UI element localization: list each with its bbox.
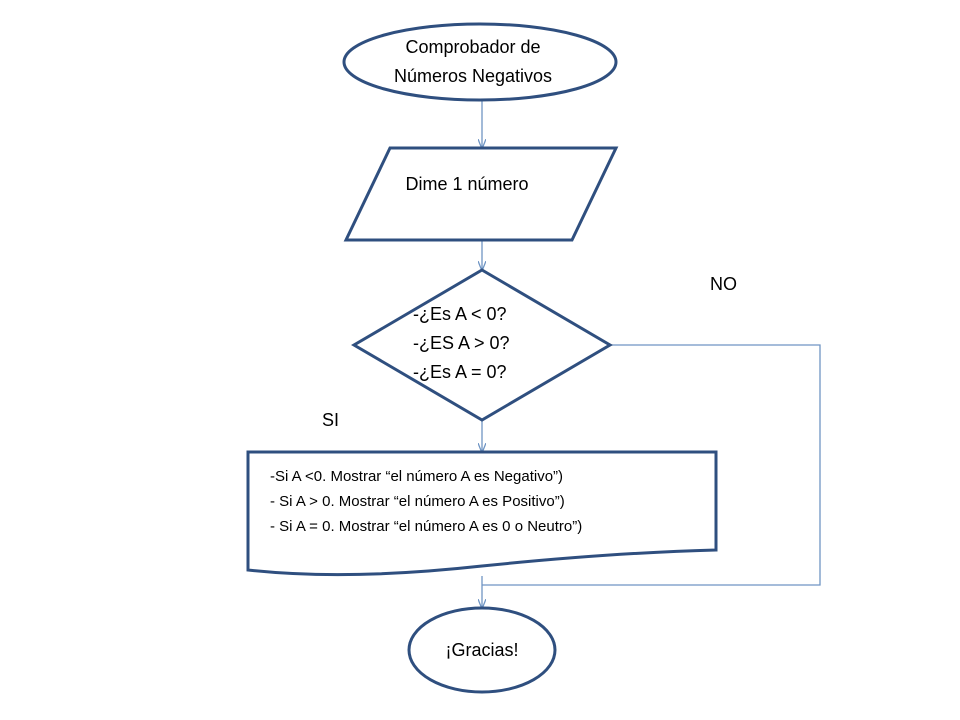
output-line2: - Si A > 0. Mostrar “el número A es Posi… [270, 493, 565, 510]
input-parallelogram [343, 146, 619, 242]
branch-si-label: SI [322, 410, 339, 430]
end-ellipse [407, 606, 557, 694]
output-node: -Si A <0. Mostrar “el número A es Negati… [246, 450, 718, 577]
input-node: Dime 1 número [343, 146, 619, 242]
end-label: ¡Gracias! [445, 640, 518, 660]
decision-line1: -¿Es A < 0? [413, 304, 507, 324]
connectors [482, 100, 821, 608]
connector-no-branch [482, 344, 821, 586]
output-line3: - Si A = 0. Mostrar “el número A es 0 o … [270, 518, 582, 535]
decision-node: -¿Es A < 0? -¿ES A > 0? -¿Es A = 0? [351, 268, 613, 422]
start-node: Comprobador de Números Negativos [342, 22, 618, 102]
input-label: Dime 1 número [405, 174, 528, 194]
start-label-line2: Números Negativos [394, 66, 552, 86]
decision-line2: -¿ES A > 0? [413, 333, 510, 353]
start-label-line1: Comprobador de [405, 37, 540, 57]
end-node: ¡Gracias! [407, 606, 557, 694]
decision-diamond [351, 268, 613, 422]
start-ellipse [342, 22, 618, 102]
output-line1: -Si A <0. Mostrar “el número A es Negati… [270, 468, 563, 485]
output-document-shape [246, 450, 718, 577]
decision-line3: -¿Es A = 0? [413, 362, 507, 382]
branch-no-label: NO [710, 274, 737, 294]
